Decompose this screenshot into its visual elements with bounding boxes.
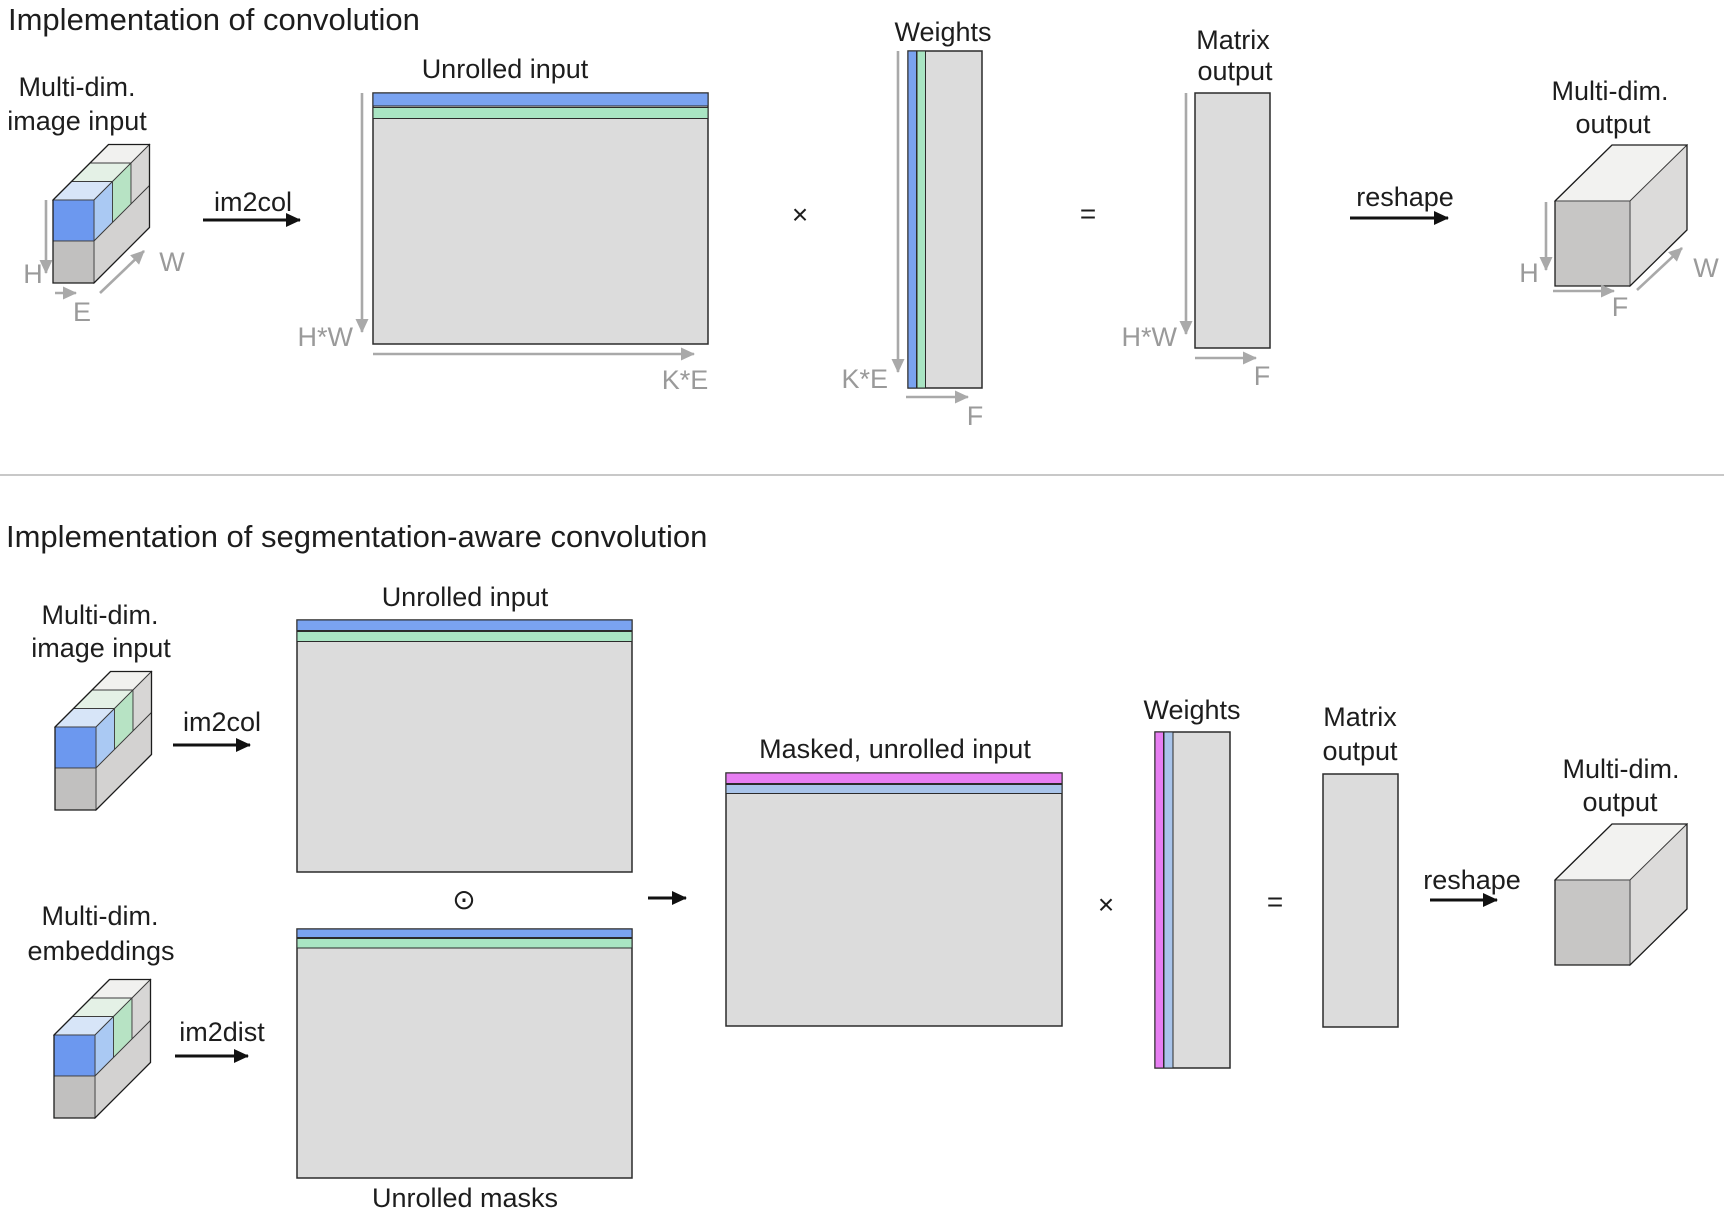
s1-im2col-label: im2col bbox=[214, 187, 292, 217]
s2-weights-matrix bbox=[1154, 731, 1231, 1069]
s2-reshape-label: reshape bbox=[1423, 865, 1521, 895]
s2-output-label-line1: Multi-dim. bbox=[1562, 754, 1679, 784]
section2-title: Implementation of segmentation-aware con… bbox=[6, 519, 707, 554]
s1-cube-axis-w-label: W bbox=[159, 247, 185, 277]
s1-input-label-line1: Multi-dim. bbox=[18, 72, 135, 102]
s1-unrolled-input-body bbox=[372, 92, 709, 345]
s2-matrix-output-body bbox=[1322, 773, 1399, 1028]
s2-unrolled-input-matrix bbox=[296, 619, 633, 873]
s1-equals-operator: = bbox=[1080, 198, 1096, 229]
s1-weights-matrix bbox=[907, 50, 983, 389]
s2-weights-col-periwinkle bbox=[1163, 731, 1174, 1069]
s1-weights-col-green bbox=[916, 50, 926, 389]
s2-im2col-label: im2col bbox=[183, 707, 261, 737]
s2-masked-input-label: Masked, unrolled input bbox=[759, 734, 1031, 764]
s2-unrolled-input-label: Unrolled input bbox=[382, 582, 549, 612]
s1-reshape-label: reshape bbox=[1356, 182, 1454, 212]
s2-matrix-output-label-line1: Matrix bbox=[1323, 702, 1397, 732]
s2-matrix-output-label-line2: output bbox=[1322, 736, 1398, 766]
s1-cube-axis-w-arrow bbox=[99, 250, 145, 294]
s2-weights-label: Weights bbox=[1143, 695, 1240, 725]
s2-output-tensor-cube bbox=[1554, 823, 1688, 966]
s1-unrolled-input-row-green bbox=[372, 107, 709, 119]
s2-unrolled-masks-row-blue bbox=[296, 928, 633, 938]
s1-unrolled-input-label: Unrolled input bbox=[422, 54, 589, 84]
s1-out-axis-w-arrow bbox=[1636, 247, 1683, 291]
s2-masked-input-row-periwinkle bbox=[725, 784, 1063, 794]
s2-input-tensor-cube bbox=[54, 670, 153, 811]
s1-mo-axis-hw-label: H*W bbox=[1122, 322, 1178, 352]
s1-mo-axis-f-label: F bbox=[1254, 361, 1271, 391]
s1-unrolled-input-matrix bbox=[372, 92, 709, 345]
s2-embeddings-label-line1: Multi-dim. bbox=[41, 901, 158, 931]
s1-output-label-line1: Multi-dim. bbox=[1551, 76, 1668, 106]
s2-unrolled-masks-row-green bbox=[296, 938, 633, 949]
s1-times-operator: × bbox=[792, 199, 808, 230]
s2-embeddings-label-line2: embeddings bbox=[27, 936, 174, 966]
s2-masked-input-matrix bbox=[725, 772, 1063, 1027]
s2-odot-operator: ⊙ bbox=[452, 884, 475, 915]
s1-output-tensor-cube bbox=[1554, 144, 1688, 287]
s2-embeddings-tensor-cube bbox=[53, 978, 152, 1119]
s2-weights-col-magenta bbox=[1154, 731, 1164, 1069]
s1-matrix-output-label-line2: output bbox=[1197, 56, 1273, 86]
s1-input-label-line2: image input bbox=[7, 106, 147, 136]
s1-weights-col-blue bbox=[907, 50, 917, 389]
s1-out-axis-f-label: F bbox=[1612, 292, 1629, 322]
s2-input-label-line1: Multi-dim. bbox=[41, 600, 158, 630]
s1-axis-ke-label: K*E bbox=[662, 365, 709, 395]
s2-unrolled-masks-label: Unrolled masks bbox=[372, 1183, 558, 1213]
s1-axis-hw-label: H*W bbox=[298, 322, 354, 352]
s1-out-axis-w-label: W bbox=[1693, 253, 1719, 283]
s1-weights-axis-ke-label: K*E bbox=[841, 364, 888, 394]
s2-unrolled-input-row-blue bbox=[296, 619, 633, 631]
s2-masked-input-body bbox=[725, 772, 1063, 1027]
s2-input-label-line2: image input bbox=[31, 633, 171, 663]
s2-unrolled-masks-matrix bbox=[296, 928, 633, 1179]
s2-equals-operator: = bbox=[1267, 886, 1283, 917]
s2-unrolled-input-body bbox=[296, 619, 633, 873]
s1-out-axis-h-label: H bbox=[1519, 258, 1539, 288]
s2-times-operator: × bbox=[1098, 889, 1114, 920]
s2-output-label-line2: output bbox=[1582, 787, 1658, 817]
s1-weights-label: Weights bbox=[894, 17, 991, 47]
section1-title: Implementation of convolution bbox=[8, 2, 420, 37]
s1-matrix-output-body bbox=[1194, 92, 1271, 349]
s1-unrolled-input-row-blue bbox=[372, 92, 709, 107]
s1-matrix-output-label-line1: Matrix bbox=[1196, 25, 1270, 55]
s1-cube-axis-e-label: E bbox=[73, 297, 91, 327]
s2-im2dist-label: im2dist bbox=[179, 1017, 265, 1047]
s1-input-tensor-cube bbox=[52, 143, 151, 284]
s1-cube-axis-h-label: H bbox=[23, 259, 43, 289]
s2-unrolled-input-row-green bbox=[296, 631, 633, 642]
s1-weights-axis-f-label: F bbox=[967, 401, 984, 431]
s2-masked-input-row-magenta bbox=[725, 772, 1063, 784]
s1-output-label-line2: output bbox=[1575, 109, 1651, 139]
s2-unrolled-masks-body bbox=[296, 928, 633, 1179]
